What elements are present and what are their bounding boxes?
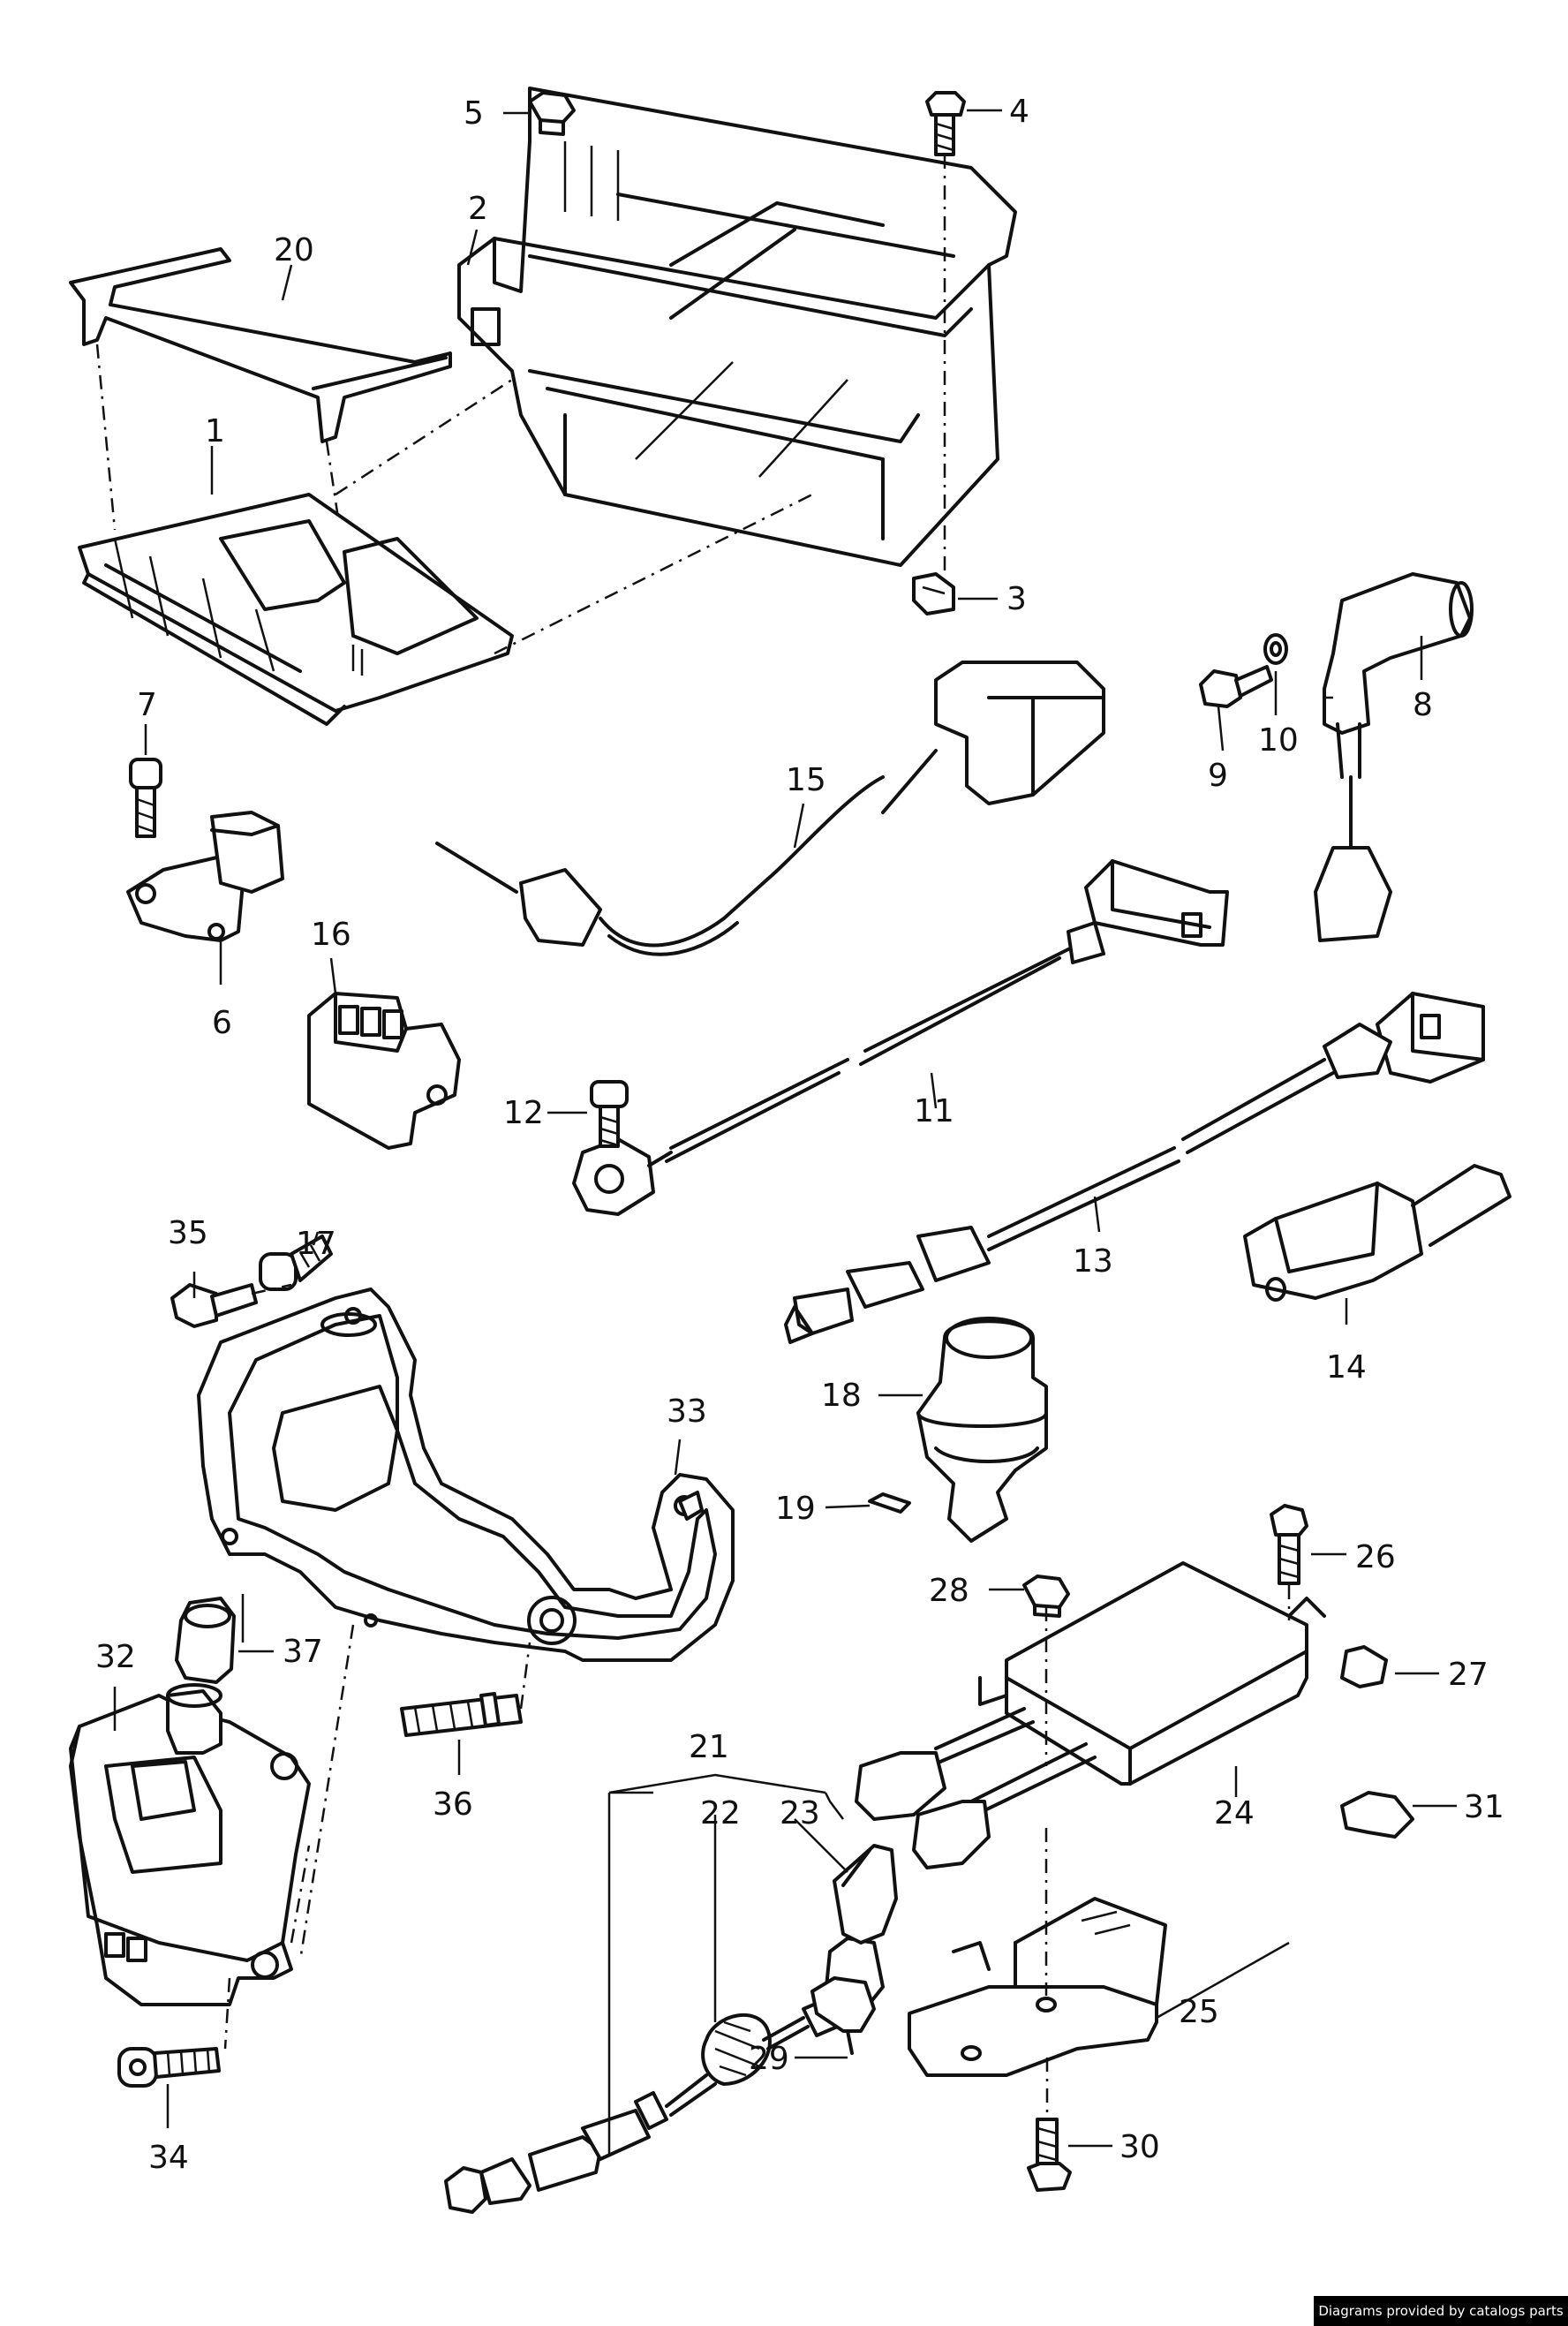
callout-2: 2 xyxy=(468,191,488,227)
credit-banner: Diagrams provided by catalogs parts xyxy=(1314,2296,1568,2326)
callout-22: 22 xyxy=(700,1795,741,1831)
part-13-oxygen-sensor xyxy=(784,992,1485,1344)
part-36-stud xyxy=(400,1642,531,1737)
callout-11: 11 xyxy=(914,1093,954,1129)
callout-34: 34 xyxy=(148,2140,189,2176)
callout-14: 14 xyxy=(1326,1349,1367,1386)
part-1-engine-control-unit xyxy=(78,493,813,726)
leader-lines xyxy=(113,109,1457,2155)
part-34-bolt xyxy=(117,2047,221,2088)
part-26-bolt xyxy=(1270,1504,1308,1620)
callout-26: 26 xyxy=(1355,1539,1396,1575)
callout-30: 30 xyxy=(1119,2129,1160,2165)
part-5-nut xyxy=(528,91,576,136)
part-12-bolt xyxy=(590,1080,629,1148)
callout-9: 9 xyxy=(1208,758,1228,794)
callout-20: 20 xyxy=(274,232,314,268)
part-37-connector xyxy=(175,1597,236,1684)
part-28-nut xyxy=(1022,1575,1070,1618)
part-32-control-module xyxy=(69,1683,311,2050)
callout-37: 37 xyxy=(283,1634,323,1670)
callout-13: 13 xyxy=(1073,1243,1113,1280)
callout-35: 35 xyxy=(168,1215,208,1251)
part-10-washer xyxy=(1263,633,1288,665)
callout-7: 7 xyxy=(137,687,157,723)
part-8-speed-sensor xyxy=(1314,572,1474,942)
callout-10: 10 xyxy=(1258,722,1299,759)
callout-6: 6 xyxy=(212,1005,232,1041)
part-15-temperature-sensor xyxy=(435,661,1105,956)
callout-21: 21 xyxy=(689,1729,729,1765)
callout-32: 32 xyxy=(95,1639,136,1675)
part-7-screw xyxy=(129,758,162,838)
callout-23: 23 xyxy=(780,1795,820,1831)
callout-36: 36 xyxy=(433,1786,473,1823)
part-14-switch xyxy=(1243,1164,1511,1302)
callout-33: 33 xyxy=(667,1393,707,1430)
callout-15: 15 xyxy=(786,762,826,798)
part-35-bolt xyxy=(170,1283,292,1328)
part-31-clip xyxy=(1340,1791,1414,1839)
part-4-bolt xyxy=(925,91,966,574)
callout-8: 8 xyxy=(1413,687,1433,723)
part-9-bolt xyxy=(1199,665,1273,708)
part-20-retaining-bar xyxy=(69,247,513,619)
callout-24: 24 xyxy=(1214,1795,1255,1831)
callout-12: 12 xyxy=(503,1095,544,1131)
part-3-clip xyxy=(912,572,955,615)
part-11-knock-sensor xyxy=(572,859,1229,1216)
callout-1: 1 xyxy=(205,413,225,449)
part-25-mounting-bracket xyxy=(908,1607,1290,2077)
callout-16: 16 xyxy=(311,917,351,953)
part-27-nut-clip xyxy=(1340,1645,1388,1688)
callout-5: 5 xyxy=(464,95,484,132)
callout-3: 3 xyxy=(1006,581,1027,617)
callout-25: 25 xyxy=(1179,1994,1219,2030)
part-24-connectors xyxy=(855,1751,991,1869)
callout-18: 18 xyxy=(821,1378,862,1414)
part-6-sensor xyxy=(126,811,284,942)
part-16-sensor xyxy=(307,992,461,1150)
part-30-bolt xyxy=(1027,2058,1072,2192)
part-19-pin xyxy=(868,1492,911,1514)
callout-17: 17 xyxy=(296,1226,336,1262)
part-21-oxygen-sensor-assembly xyxy=(444,1844,898,2214)
part-24-control-unit xyxy=(934,1561,1326,1816)
part-2-ecu-bracket xyxy=(457,87,1017,567)
part-33-bracket-plate xyxy=(197,1288,735,1961)
callout-19: 19 xyxy=(775,1491,816,1527)
callout-4: 4 xyxy=(1009,94,1029,130)
part-17-screw xyxy=(259,1235,333,1291)
callout-29: 29 xyxy=(749,2041,789,2077)
callout-28: 28 xyxy=(929,1573,969,1609)
callout-27: 27 xyxy=(1448,1657,1489,1693)
callout-labels: 1 2 3 4 5 6 7 8 9 10 11 12 13 14 15 16 1… xyxy=(95,94,1504,2176)
callout-31: 31 xyxy=(1464,1789,1504,1825)
part-29-clip xyxy=(810,1976,876,2055)
part-18-pressure-switch xyxy=(916,1317,1048,1543)
